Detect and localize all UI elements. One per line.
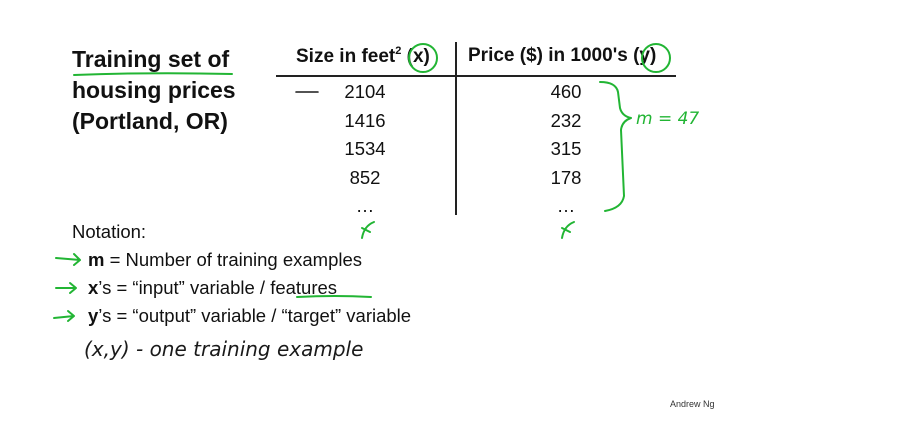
price-column: 460 232 315 178 … <box>521 78 611 221</box>
y-up-arrow <box>561 221 575 239</box>
notation-m-line: m = Number of training examples <box>72 246 411 274</box>
price-header-text: Price ($) in 1000's <box>468 45 628 66</box>
title-line-2: housing prices <box>72 77 236 103</box>
features-word: features <box>270 277 338 298</box>
size-header-variable: (x) <box>406 46 430 67</box>
x-symbol: x <box>88 277 99 298</box>
slide-title: Training set of housing prices (Portland… <box>72 44 272 137</box>
y-symbol: y <box>88 305 99 326</box>
notation-x-line: x’s = “input” variable / features <box>72 274 411 302</box>
table-header-divider <box>276 75 676 77</box>
size-cell: 852 <box>349 166 381 188</box>
price-cell: 232 <box>550 109 582 131</box>
table-column-divider <box>455 42 457 215</box>
size-column: 2104 1416 1534 852 … <box>320 78 410 221</box>
size-header-superscript: 2 <box>395 45 402 57</box>
m-definition: = Number of training examples <box>104 249 363 270</box>
price-cell: 460 <box>550 81 582 102</box>
author-credit: Andrew Ng <box>670 399 715 409</box>
m-equals-47-note: m = 47 <box>636 109 699 129</box>
x-definition: ’s = “input” variable / <box>98 277 271 298</box>
y-arrow-mark <box>53 310 75 322</box>
size-cell: 1416 <box>344 109 386 131</box>
size-cell: 1534 <box>344 138 386 159</box>
price-cell-ellipsis: … <box>556 195 576 216</box>
price-column-header: Price ($) in 1000's (y) <box>468 45 656 67</box>
y-definition: ’s = “output” variable / “target” variab… <box>98 305 412 326</box>
notation-heading: Notation: <box>72 221 147 242</box>
price-cell: 178 <box>550 166 582 188</box>
price-cell: 315 <box>550 138 582 159</box>
example-handwritten-note: (x,y) - one training example <box>84 337 363 361</box>
m-symbol: m <box>88 249 105 270</box>
title-line-3: (Portland, OR) <box>72 108 228 134</box>
notation-y-line: y’s = “output” variable / “target” varia… <box>72 302 411 330</box>
title-line-1: Training set of <box>72 46 230 72</box>
price-header-variable: (y) <box>633 45 657 66</box>
notation-block: Notation: m = Number of training example… <box>72 218 411 330</box>
size-cell-ellipsis: … <box>355 195 375 216</box>
size-column-header: Size in feet2 (x) <box>296 45 430 68</box>
size-cell: 2104 <box>344 81 386 102</box>
size-header-text: Size in feet <box>296 46 396 67</box>
